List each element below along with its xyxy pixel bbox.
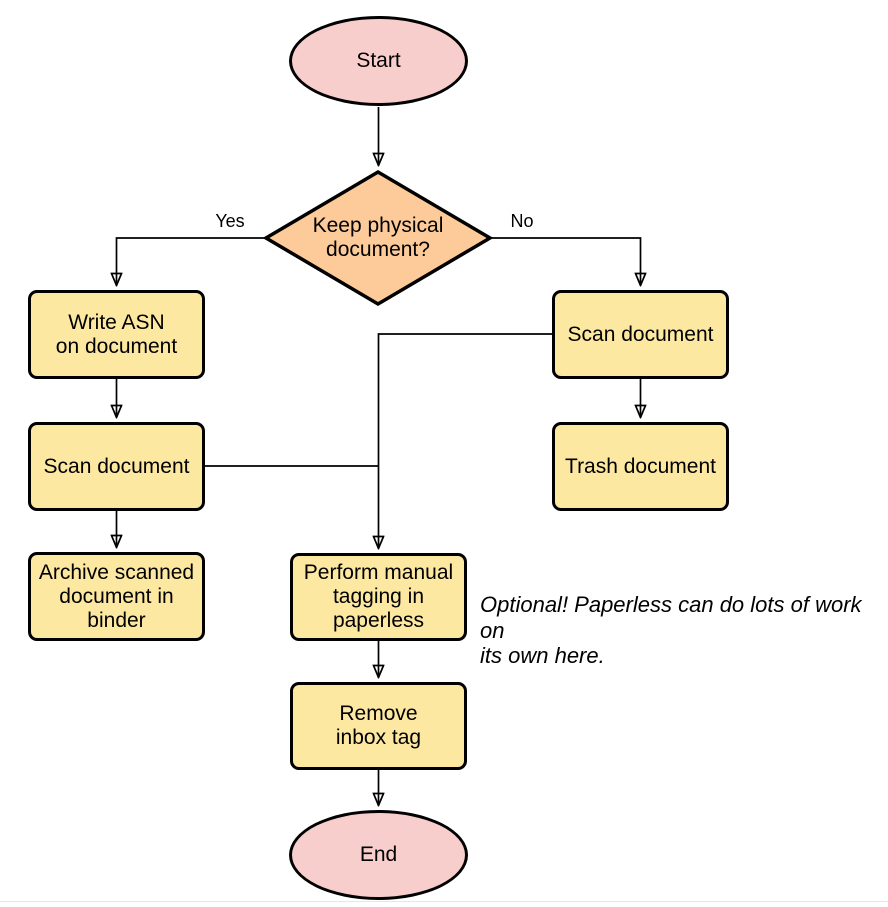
edge-decision-no <box>492 237 641 285</box>
node-scan-document-right-label: Scan document <box>567 322 714 346</box>
annotation-optional-note: Optional! Paperless can do lots of work … <box>480 592 862 668</box>
page-bottom-border <box>0 901 888 902</box>
node-trash-document-label: Trash document <box>565 454 716 478</box>
node-scan-document-right: Scan document <box>552 290 729 379</box>
node-trash-document: Trash document <box>552 422 729 511</box>
node-start: Start <box>289 16 468 106</box>
edge-scanright-to-tagging <box>379 333 552 548</box>
node-archive-binder: Archive scanned document in binder <box>28 552 205 641</box>
node-archive-binder-label: Archive scanned document in binder <box>38 560 195 632</box>
node-end-label: End <box>359 843 398 866</box>
edge-label-no: No <box>497 211 547 231</box>
node-write-asn: Write ASN on document <box>28 290 205 379</box>
node-scan-document-left-label: Scan document <box>43 454 190 478</box>
edge-label-yes: Yes <box>204 211 256 231</box>
node-end: End <box>289 810 468 900</box>
node-manual-tagging-label: Perform manual tagging in paperless <box>303 561 454 632</box>
edge-decision-yes <box>117 237 264 285</box>
node-decision-label: Keep physical document? <box>312 214 444 261</box>
node-write-asn-label: Write ASN on document <box>55 310 178 358</box>
decision-diamond-shape <box>262 169 494 307</box>
node-remove-inbox-tag-label: Remove inbox tag <box>335 702 422 749</box>
node-manual-tagging: Perform manual tagging in paperless <box>290 553 467 641</box>
node-start-label: Start <box>356 49 401 72</box>
node-remove-inbox-tag: Remove inbox tag <box>290 682 467 770</box>
node-scan-document-left: Scan document <box>28 422 205 511</box>
node-decision: Keep physical document? <box>262 168 494 308</box>
